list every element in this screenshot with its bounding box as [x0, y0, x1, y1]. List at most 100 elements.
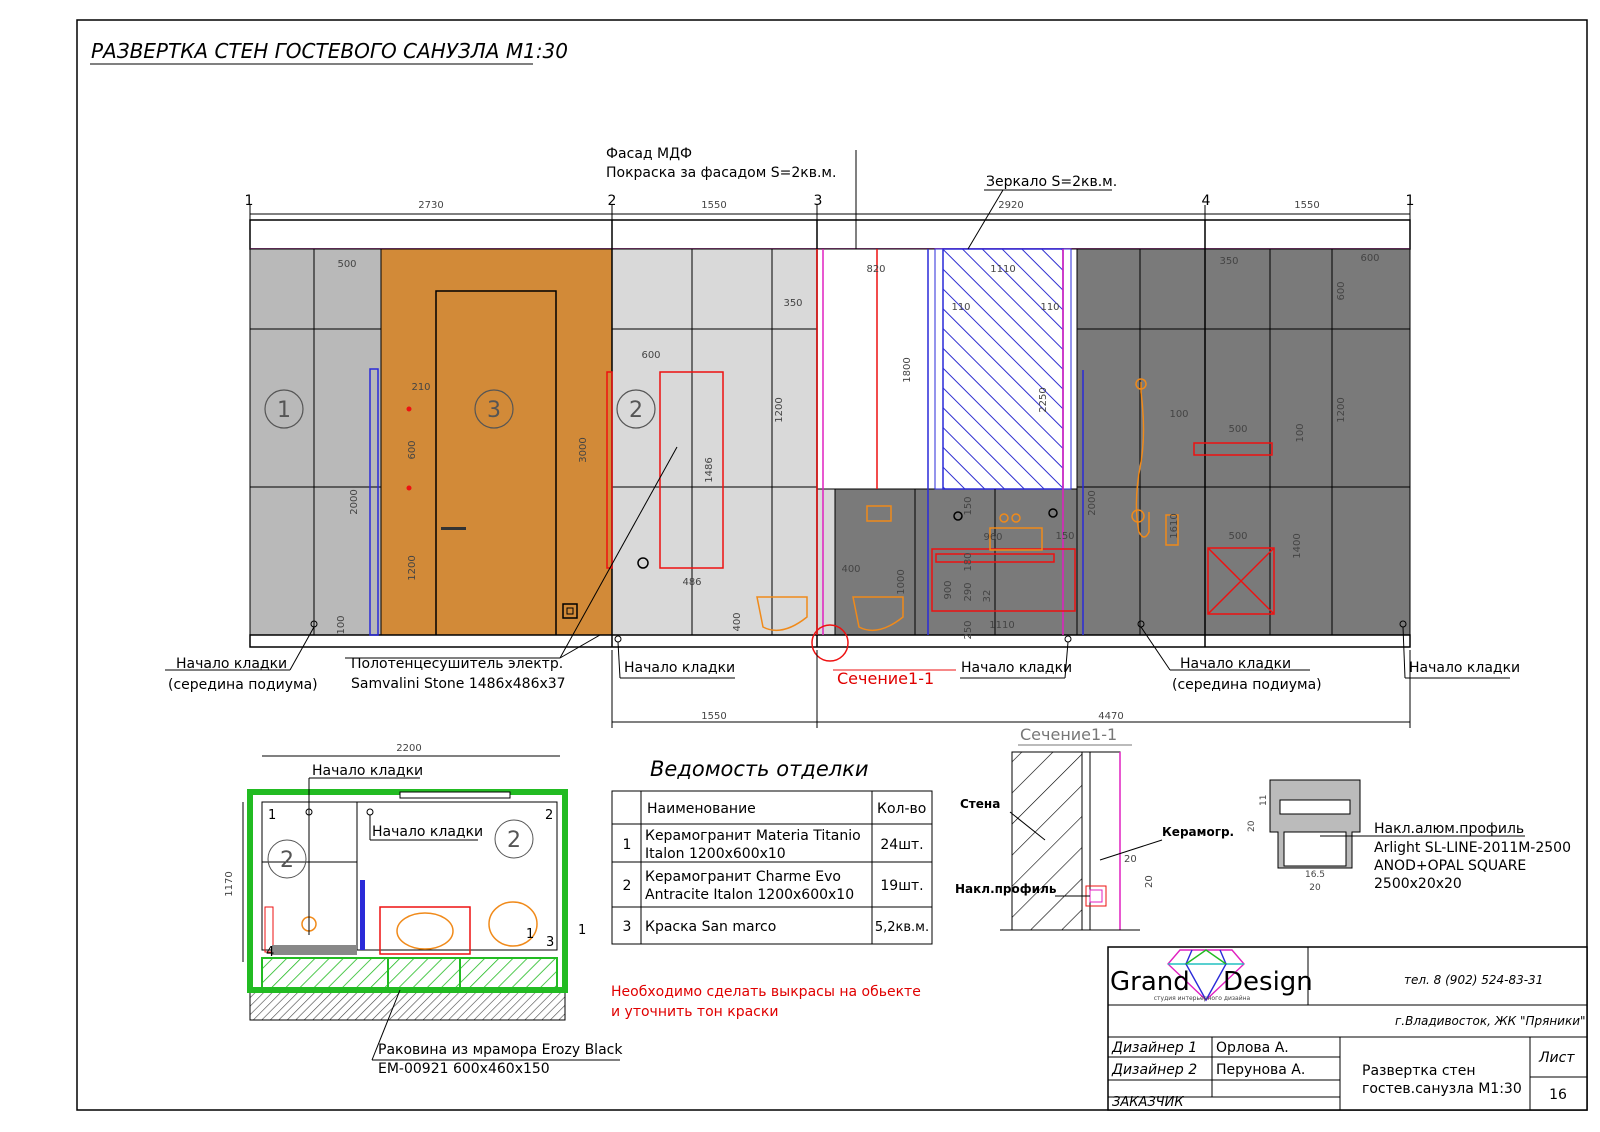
start-note-1b: (середина подиума) — [168, 677, 318, 693]
dim-960: 960 — [983, 532, 1002, 543]
profile-note-2: Arlight SL-LINE-2011M-2500 — [1374, 840, 1571, 856]
profile-detail: 20 11 16.5 20 Накл.алюм.профиль Arlight … — [1247, 779, 1571, 893]
dim-100a: 100 — [336, 615, 347, 634]
name-1: Орлова А. — [1216, 1040, 1289, 1056]
dim-1400: 1400 — [1292, 533, 1303, 558]
axis-label-2: 2 — [608, 193, 617, 209]
section-profile-label: Накл.профиль — [955, 882, 1057, 896]
profile-note-1: Накл.алюм.профиль — [1374, 821, 1524, 837]
dim-290: 290 — [963, 582, 974, 601]
dim-150b: 150 — [1055, 531, 1074, 542]
dim-350a: 350 — [783, 298, 802, 309]
start-note-5: Начало кладки — [1409, 660, 1520, 676]
dim-900: 900 — [943, 580, 954, 599]
start-note-4a: Начало кладки — [1180, 656, 1291, 672]
client-label: ЗАКАЗЧИК — [1112, 1095, 1184, 1110]
tile-marker-3 — [474, 389, 514, 429]
schedule-row-1-line2: Italon 1200х600х10 — [645, 846, 786, 862]
section-dim-b: 20 — [1144, 875, 1155, 888]
top-dim-4: 1550 — [1294, 200, 1319, 211]
brand-tagline: студия интерьерного дизайна — [1154, 995, 1251, 1002]
plan-width-dim: 2200 — [396, 743, 421, 754]
wall-panel-1 — [249, 248, 382, 636]
profile-dim-h2: 11 — [1259, 795, 1269, 806]
schedule-row-1-line1: Керамогранит Materia Titanio — [645, 828, 861, 844]
wall-panel-2 — [611, 248, 818, 636]
plan-corner-4: 4 — [266, 945, 274, 960]
dim-2250: 2250 — [1038, 387, 1049, 412]
drawing-title: РАЗВЕРТКА СТЕН ГОСТЕВОГО САНУЗЛА М1:30 — [91, 39, 568, 63]
plan-marker-2: 1 — [578, 923, 586, 938]
sheet-label: Лист — [1538, 1050, 1575, 1066]
schedule-row-2-qty: 19шт. — [880, 878, 923, 894]
profile-dim-w: 16.5 — [1305, 870, 1325, 880]
start-note-1a: Начало кладки — [176, 656, 287, 672]
brand-name-b: Design — [1223, 967, 1313, 997]
brand-diamond-icon — [1167, 949, 1245, 1002]
dim-400b: 400 — [841, 564, 860, 575]
plan-corner-1: 1 — [268, 808, 276, 823]
sheet-frame — [76, 19, 1588, 1111]
dim-150a: 150 — [963, 496, 974, 515]
sink-note-b: EM-00921 600х460х150 — [378, 1061, 550, 1077]
tile-marker-1 — [264, 389, 304, 429]
role-1: Дизайнер 1 — [1111, 1040, 1197, 1056]
schedule-row-1-n: 1 — [623, 837, 632, 853]
dim-500c: 500 — [1228, 531, 1247, 542]
plan-tile-label-a: 2 — [280, 848, 294, 873]
schedule-row-2-n: 2 — [623, 878, 632, 894]
profile-dim-h: 20 — [1247, 820, 1257, 832]
sink-note-a: Раковина из мрамора Erozy Black — [378, 1042, 623, 1058]
tile-marker-2 — [616, 389, 656, 429]
wall-panel-5 — [1204, 248, 1411, 636]
dim-1200c: 1200 — [1336, 397, 1347, 422]
schedule-row-1-qty: 24шт. — [880, 837, 923, 853]
dim-2000a: 2000 — [349, 489, 360, 514]
axis-label-1a: 1 — [245, 193, 254, 209]
axis-label-1b: 1 — [1406, 193, 1415, 209]
plan-floor-slab — [249, 989, 566, 1021]
dim-600v: 600 — [407, 440, 418, 459]
section-tile-label: Керамогр. — [1162, 825, 1234, 839]
dim-400a: 400 — [732, 612, 743, 631]
wall-elevation: 1 3 2 1 2 3 4 1 2730 1550 2920 1550 1550… — [165, 146, 1520, 728]
address: г.Владивосток, ЖК "Пряники" — [1395, 1014, 1586, 1028]
start-note-3: Начало кладки — [961, 660, 1072, 676]
dim-2000b: 2000 — [1087, 490, 1098, 515]
section-dim-a: 20 — [1124, 854, 1137, 865]
axis-label-4: 4 — [1202, 193, 1211, 209]
name-2: Перунова А. — [1216, 1062, 1305, 1078]
top-dim-2: 1550 — [701, 200, 726, 211]
section-wall-label: Стена — [960, 797, 1000, 811]
dim-500b: 500 — [1228, 424, 1247, 435]
schedule-row-3-n: 3 — [623, 919, 632, 935]
schedule-header-name: Наименование — [647, 801, 756, 817]
sheet-number: 16 — [1549, 1087, 1567, 1103]
schedule-header-qty: Кол-во — [877, 801, 926, 817]
dim-110a: 110 — [951, 302, 970, 313]
plan-marker-1: 1 — [526, 927, 534, 942]
plan-tile-label-b: 2 — [507, 828, 521, 853]
dim-500a: 500 — [337, 259, 356, 270]
schedule-note-2: и уточнить тон краски — [611, 1004, 778, 1020]
section-detail: Сечение1-1 Стена Керамогр. Накл.профиль … — [955, 725, 1234, 931]
dim-1200a: 1200 — [407, 555, 418, 580]
schedule-title: Ведомость отделки — [650, 757, 869, 781]
floor-plan: 2200 1170 2 2 1 2 3 4 1 1 На — [224, 743, 623, 1077]
plan-corner-3: 3 — [546, 935, 554, 950]
role-2: Дизайнер 2 — [1111, 1062, 1197, 1078]
phone: тел. 8 (902) 524-83-31 — [1404, 973, 1543, 987]
dim-110b: 110 — [1040, 302, 1059, 313]
tile-label-1: 1 — [277, 398, 291, 423]
title-block: Grand Design студия интерьерного дизайна… — [1107, 946, 1588, 1111]
facade-note-2: Покраска за фасадом S=2кв.м. — [606, 165, 836, 181]
schedule-note-1: Необходимо сделать выкрасы на обьекте — [611, 984, 921, 1000]
facade-note-1: Фасад МДФ — [606, 146, 692, 162]
profile-note-4: 2500х20х20 — [1374, 876, 1462, 892]
plan-start-note-b: Начало кладки — [372, 824, 483, 840]
profile-dim-w2: 20 — [1309, 883, 1321, 893]
plan-height-dim: 1170 — [224, 871, 235, 896]
dim-210: 210 — [411, 382, 430, 393]
start-note-2: Начало кладки — [624, 660, 735, 676]
